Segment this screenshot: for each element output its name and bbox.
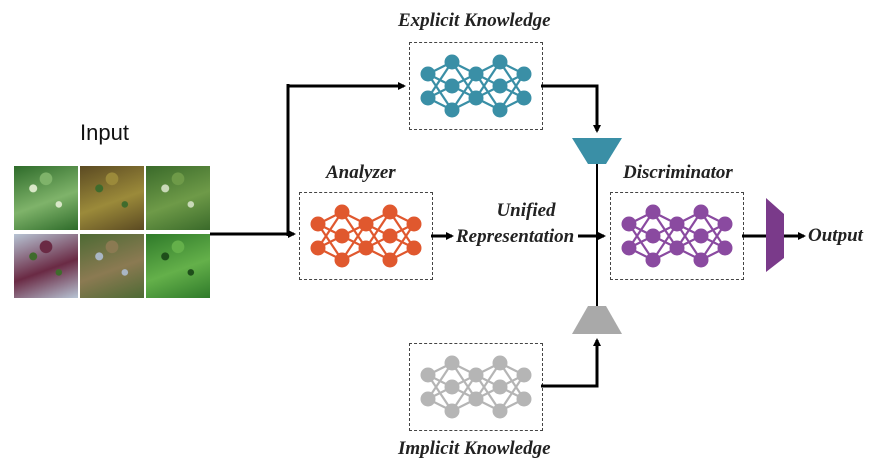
field-photo-3 xyxy=(146,166,210,230)
network-node xyxy=(516,367,532,383)
network-node xyxy=(358,216,374,232)
explicit-network-icon xyxy=(420,54,532,118)
input-image-grid xyxy=(14,166,210,300)
output-label: Output xyxy=(808,225,863,246)
discriminator-network-icon xyxy=(621,204,733,268)
network-node xyxy=(492,54,508,70)
analyzer-label: Analyzer xyxy=(326,162,396,183)
analyzer-box xyxy=(299,192,433,280)
network-node xyxy=(492,78,508,94)
network-node xyxy=(382,252,398,268)
network-node xyxy=(406,216,422,232)
network-node xyxy=(693,228,709,244)
network-node xyxy=(468,90,484,106)
implicit-knowledge-label: Implicit Knowledge xyxy=(398,438,551,459)
network-node xyxy=(669,240,685,256)
network-node xyxy=(444,78,460,94)
network-node xyxy=(621,216,637,232)
network-node xyxy=(621,240,637,256)
network-node xyxy=(358,240,374,256)
discriminator-label: Discriminator xyxy=(623,162,733,183)
network-node xyxy=(492,102,508,118)
unified-representation-label-line2: Representation xyxy=(456,226,575,247)
network-node xyxy=(717,216,733,232)
network-node xyxy=(310,216,326,232)
network-node xyxy=(310,240,326,256)
network-node xyxy=(444,403,460,419)
implicit-to-fuse-line xyxy=(541,338,601,388)
network-node xyxy=(669,216,685,232)
network-node xyxy=(516,391,532,407)
field-photo-1 xyxy=(14,166,78,230)
input-label: Input xyxy=(80,120,129,145)
network-node xyxy=(334,252,350,268)
explicit-projection-trapezoid xyxy=(572,138,622,164)
network-node xyxy=(492,379,508,395)
network-node xyxy=(645,204,661,220)
network-node xyxy=(334,228,350,244)
analyzer-network-icon xyxy=(310,204,422,268)
network-node xyxy=(492,355,508,371)
implicit-network-icon xyxy=(420,355,532,419)
explicit-knowledge-box xyxy=(409,42,543,130)
network-node xyxy=(468,66,484,82)
field-photo-6 xyxy=(146,234,210,298)
unified-representation-label-line1: Unified xyxy=(496,200,556,221)
network-node xyxy=(420,90,436,106)
network-node xyxy=(420,367,436,383)
network-node xyxy=(468,367,484,383)
network-node xyxy=(444,54,460,70)
network-node xyxy=(444,102,460,118)
network-node xyxy=(645,228,661,244)
network-node xyxy=(382,204,398,220)
discriminator-box xyxy=(610,192,744,280)
network-node xyxy=(516,90,532,106)
network-node xyxy=(516,66,532,82)
field-photo-2 xyxy=(80,166,144,230)
network-node xyxy=(382,228,398,244)
output-head-trapezoid xyxy=(766,198,784,272)
implicit-projection-trapezoid xyxy=(572,306,622,334)
network-node xyxy=(717,240,733,256)
network-node xyxy=(406,240,422,256)
network-node xyxy=(334,204,350,220)
explicit-knowledge-label: Explicit Knowledge xyxy=(398,10,551,31)
network-node xyxy=(444,379,460,395)
field-photo-5 xyxy=(80,234,144,298)
network-node xyxy=(645,252,661,268)
field-photo-4 xyxy=(14,234,78,298)
network-node xyxy=(693,252,709,268)
network-node xyxy=(444,355,460,371)
network-node xyxy=(420,66,436,82)
network-node xyxy=(420,391,436,407)
network-node xyxy=(492,403,508,419)
explicit-to-fuse-line xyxy=(541,84,601,133)
network-node xyxy=(468,391,484,407)
network-node xyxy=(693,204,709,220)
